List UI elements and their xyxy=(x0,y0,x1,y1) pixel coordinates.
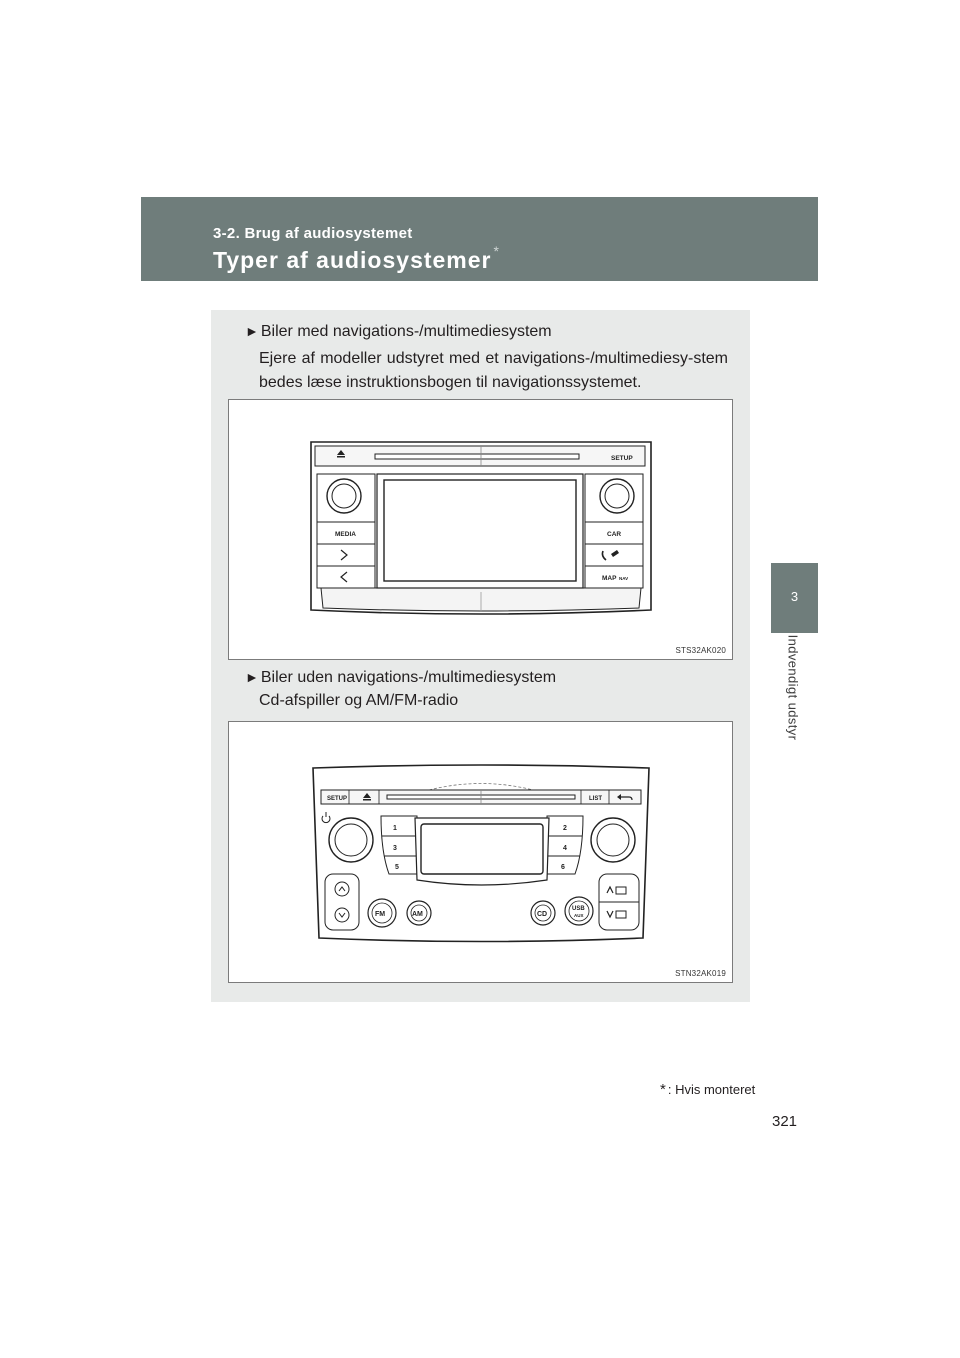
power-volume-knob[interactable] xyxy=(328,817,374,863)
nav-label: NAV xyxy=(619,576,628,581)
cd-button[interactable] xyxy=(530,900,556,926)
figure-code: STS32AK020 xyxy=(675,646,726,655)
preset-2: 2 xyxy=(563,825,567,832)
eject-icon[interactable] xyxy=(337,450,345,458)
item-description-nav: Ejere af modeller udstyret med et naviga… xyxy=(259,350,728,391)
display-screen xyxy=(420,823,544,875)
map-label: MAP xyxy=(602,575,617,582)
page-title: Typer af audiosystemer* xyxy=(213,243,500,274)
car-label: CAR xyxy=(607,531,621,538)
optional-mark: * xyxy=(493,243,500,259)
am-label: AM xyxy=(412,911,423,918)
item-heading-nav: ►Biler med navigations-/multimediesystem xyxy=(245,321,552,342)
chapter-label: Indvendigt udstyr xyxy=(785,634,801,741)
display-screen xyxy=(383,479,577,582)
seek-button-group[interactable] xyxy=(324,873,360,931)
power-icon[interactable] xyxy=(321,812,331,824)
chevron-left-icon xyxy=(340,571,348,583)
cd-label: CD xyxy=(537,911,547,918)
setup-label: SETUP xyxy=(327,796,347,802)
fm-label: FM xyxy=(375,911,385,918)
chapter-tab[interactable]: 3 xyxy=(771,563,818,633)
chevron-up-icon xyxy=(606,885,614,894)
setup-label: SETUP xyxy=(611,455,633,462)
map-nav-button[interactable] xyxy=(584,565,644,589)
usb-label: USB xyxy=(572,906,585,912)
triangle-right-icon: ► xyxy=(245,323,259,339)
footnote: *: Hvis monteret xyxy=(660,1081,755,1098)
audio-unit-illustration: SETUP LIST 1 3 5 2 xyxy=(312,764,650,943)
preset-left-group[interactable] xyxy=(380,815,418,875)
triangle-right-icon: ► xyxy=(245,669,259,685)
section-title: 3-2. Brug af audiosystemet xyxy=(213,225,413,242)
footnote-mark: * xyxy=(660,1081,666,1098)
back-icon[interactable] xyxy=(617,794,633,801)
eject-icon[interactable] xyxy=(363,793,371,801)
chevron-up-icon xyxy=(338,886,346,892)
nav-unit-illustration: SETUP MEDIA CAR MAP NAV xyxy=(310,441,652,615)
item-heading-text: Biler med navigations-/multimediesystem xyxy=(260,323,552,340)
figure-nav-unit: SETUP MEDIA CAR MAP NAV STS32AK020 xyxy=(228,399,733,660)
folder-icon xyxy=(615,910,627,919)
phone-icon xyxy=(601,550,619,561)
am-button[interactable] xyxy=(406,900,432,926)
preset-6: 6 xyxy=(561,864,565,871)
page-number: 321 xyxy=(772,1113,798,1130)
aux-label: AUX xyxy=(574,913,584,918)
chevron-right-icon xyxy=(340,549,348,561)
chevron-down-icon xyxy=(606,910,614,919)
item-description-audio: Cd-afspiller og AM/FM-radio xyxy=(259,692,459,709)
page-title-text: Typer af audiosystemer xyxy=(213,247,492,273)
preset-4: 4 xyxy=(563,845,567,852)
item-heading-audio: ►Biler uden navigations-/multimediesyste… xyxy=(245,667,556,688)
preset-3: 3 xyxy=(393,845,397,852)
footnote-text: : Hvis monteret xyxy=(667,1082,756,1097)
media-label: MEDIA xyxy=(335,531,356,538)
section-header: 3-2. Brug af audiosystemet Typer af audi… xyxy=(141,197,818,281)
seek-forward-button[interactable] xyxy=(316,543,376,567)
item-heading-text: Biler uden navigations-/multimediesystem xyxy=(260,669,557,686)
preset-5: 5 xyxy=(395,864,399,871)
folder-icon xyxy=(615,886,627,895)
chevron-down-icon xyxy=(338,912,346,918)
tune-knob[interactable] xyxy=(590,817,636,863)
preset-right-group[interactable] xyxy=(546,815,584,875)
chapter-number: 3 xyxy=(790,589,799,604)
figure-code: STN32AK019 xyxy=(675,969,726,978)
list-label: LIST xyxy=(589,796,602,802)
seek-back-button[interactable] xyxy=(316,565,376,589)
figure-audio-unit: SETUP LIST 1 3 5 2 xyxy=(228,721,733,983)
preset-1: 1 xyxy=(393,825,397,832)
